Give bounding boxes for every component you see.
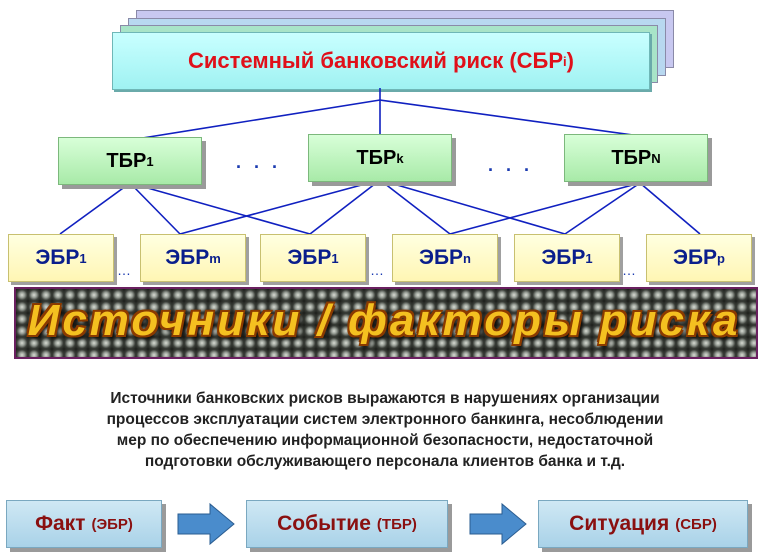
top-to-tbrn-line bbox=[379, 99, 641, 137]
description-line-3: мер по обеспечению информационной безопа… bbox=[116, 432, 654, 449]
ebr-ellipsis-2: … bbox=[370, 262, 386, 278]
tbrn-to-ebrn-line bbox=[449, 182, 641, 235]
tbr-label: ТБР bbox=[106, 149, 147, 172]
ebr-label: ЭБР bbox=[287, 246, 332, 269]
tbr-subscript: 1 bbox=[146, 153, 154, 169]
flow-box-event: Событие (ТБР) bbox=[246, 500, 448, 548]
tbr-label: ТБР bbox=[611, 146, 652, 169]
ebr-ellipsis-1: … bbox=[117, 262, 133, 278]
ebr-label: ЭБР bbox=[165, 246, 210, 269]
systemic-risk-close: ) bbox=[566, 48, 574, 73]
flow-small-label: (ЭБР) bbox=[91, 515, 133, 533]
ebr-label: ЭБР bbox=[35, 246, 80, 269]
risk-sources-title: Источники / факторы риска bbox=[27, 296, 741, 345]
tbrk-to-ebr1c-line bbox=[379, 179, 566, 235]
description-line-2: процессов эксплуатации систем электронно… bbox=[106, 411, 664, 428]
tbrn-to-ebr1c-line bbox=[564, 182, 641, 235]
flow-main-label: Факт bbox=[35, 512, 86, 535]
systemic-risk-subscript: i bbox=[563, 53, 567, 69]
tbrn-to-ebrp-line bbox=[639, 182, 701, 235]
flow-main-label: Событие bbox=[277, 512, 371, 535]
tbr-box-n: ТБР N bbox=[564, 134, 708, 182]
tbrk-to-ebrn-line bbox=[379, 179, 451, 235]
ebr-subscript: p bbox=[717, 250, 725, 266]
tbr-subscript: N bbox=[651, 150, 661, 166]
description-paragraph: Источники банковских рисков выражаются в… bbox=[20, 388, 750, 472]
ebr-ellipsis-3: … bbox=[622, 262, 638, 278]
tbrk-to-ebrm-line bbox=[179, 179, 381, 235]
flow-box-fact: Факт (ЭБР) bbox=[6, 500, 162, 548]
flow-small-label: (СБР) bbox=[675, 515, 717, 533]
flow-arrow-icon bbox=[177, 502, 235, 546]
flow-box-situation: Ситуация (СБР) bbox=[538, 500, 748, 548]
tbrk-to-ebr1b-line bbox=[309, 179, 381, 235]
tbr-ellipsis-1: . . . bbox=[236, 152, 282, 172]
ebr-subscript: m bbox=[209, 250, 221, 266]
ebr-subscript: 1 bbox=[79, 250, 87, 266]
risk-sources-band bbox=[14, 287, 758, 359]
ebr-label: ЭБР bbox=[419, 246, 464, 269]
tbr-box-k: ТБР k bbox=[308, 134, 452, 182]
tbr-subscript: k bbox=[396, 150, 404, 166]
ebr-label: ЭБР bbox=[673, 246, 718, 269]
description-line-1: Источники банковских рисков выражаются в… bbox=[110, 390, 660, 407]
flow-arrow-icon bbox=[469, 502, 527, 546]
ebr-subscript: 1 bbox=[585, 250, 593, 266]
description-line-4: подготовки обслуживающего персонала клие… bbox=[144, 453, 626, 470]
ebr-subscript: 1 bbox=[331, 250, 339, 266]
tbr1-to-ebr1b-line bbox=[129, 182, 311, 235]
ebr-subscript: n bbox=[463, 250, 471, 266]
top-to-tbr1-line bbox=[129, 99, 381, 141]
systemic-risk-label: Системный банковский риск (СБР bbox=[188, 48, 564, 73]
connector-lines bbox=[59, 88, 701, 235]
ebr-label: ЭБР bbox=[541, 246, 586, 269]
tbr-label: ТБР bbox=[356, 146, 397, 169]
flow-main-label: Ситуация bbox=[569, 512, 670, 535]
tbr-ellipsis-2: . . . bbox=[488, 155, 534, 175]
flow-small-label: (ТБР) bbox=[376, 515, 417, 533]
tbr1-to-ebrm-line bbox=[129, 182, 181, 235]
tbr1-to-ebr1-line bbox=[59, 182, 131, 235]
